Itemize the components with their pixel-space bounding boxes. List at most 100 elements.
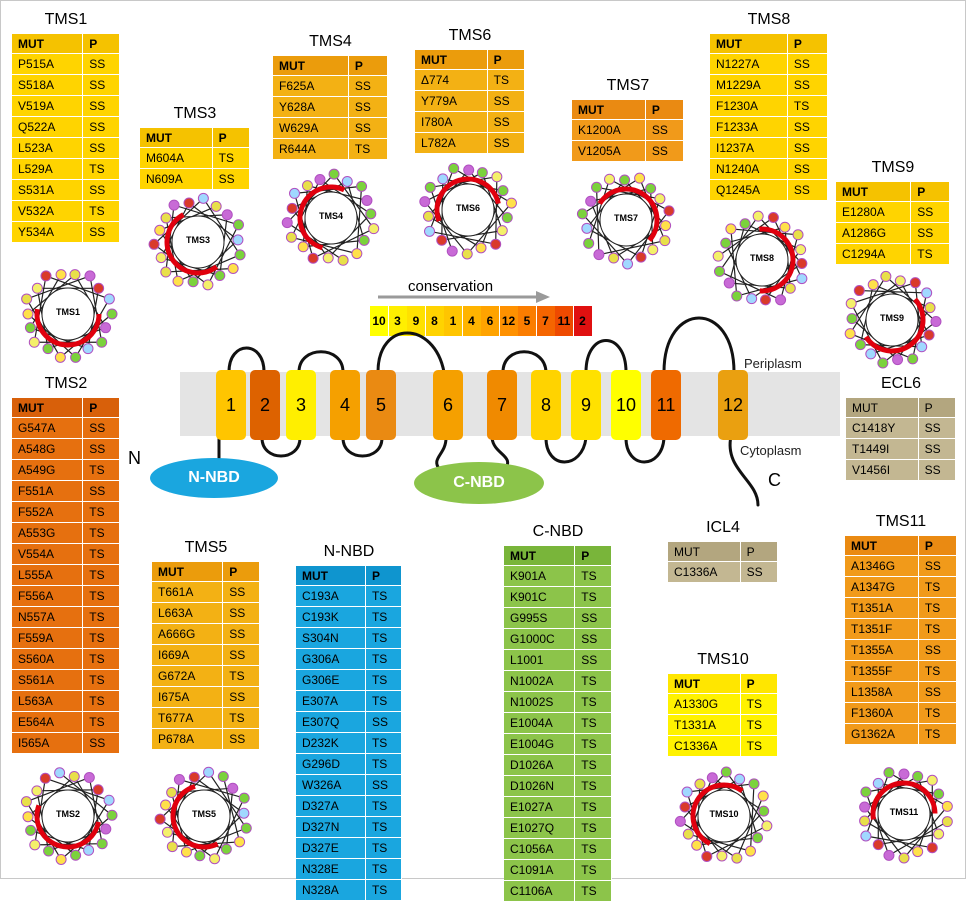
mutation-cell: P515A — [12, 54, 84, 75]
helical-wheel-tms5: TMS5 — [144, 756, 264, 876]
mutation-cell: L782A — [415, 133, 488, 154]
mutation-cell: E1280A — [836, 202, 912, 223]
mutation-cell: I1237A — [710, 138, 788, 159]
mutation-cell: C1056A — [504, 839, 576, 860]
wheel-graphic — [148, 192, 246, 291]
header-p: P — [83, 398, 120, 418]
phenotype-cell: SS — [83, 180, 120, 201]
helix-5: 5 — [366, 370, 396, 440]
phenotype-cell: SS — [575, 650, 612, 671]
phenotype-cell: SS — [83, 733, 120, 754]
phenotype-cell: SS — [487, 133, 525, 154]
mutation-cell: Y628A — [273, 97, 349, 118]
c-terminus-label: C — [768, 470, 781, 490]
phenotype-cell: SS — [83, 222, 120, 243]
mutation-cell: F559A — [12, 628, 84, 649]
phenotype-cell: SS — [487, 91, 525, 112]
header-p: P — [918, 536, 957, 556]
phenotype-cell: TS — [223, 666, 260, 687]
mutation-cell: G547A — [12, 418, 84, 439]
phenotype-cell: TS — [83, 159, 120, 180]
mutation-cell: D327A — [296, 796, 366, 817]
phenotype-cell: TS — [83, 691, 120, 712]
phenotype-cell: TS — [365, 838, 402, 859]
helix-10: 10 — [611, 370, 641, 440]
mutation-cell: D327E — [296, 838, 366, 859]
wheel-label: TMS10 — [709, 809, 739, 819]
phenotype-cell: SS — [487, 112, 525, 133]
phenotype-cell: TS — [365, 586, 402, 607]
phenotype-cell: SS — [83, 439, 120, 460]
mutation-cell: V554A — [12, 544, 84, 565]
mutation-cell: L1358A — [845, 682, 919, 703]
header-p: P — [575, 546, 612, 566]
periplasm-label: Periplasm — [744, 356, 802, 371]
mutation-cell: Q1245A — [710, 180, 788, 201]
mutation-cell: F1360A — [845, 703, 919, 724]
mutation-cell: S560A — [12, 649, 84, 670]
phenotype-cell: SS — [83, 54, 120, 75]
header-mut: MUT — [296, 566, 366, 586]
wheel-label: TMS6 — [455, 203, 480, 213]
mutation-cell: T677A — [152, 708, 224, 729]
phenotype-cell: TS — [740, 715, 778, 736]
phenotype-cell: TS — [365, 796, 402, 817]
phenotype-cell: TS — [83, 460, 120, 481]
header-p: P — [645, 100, 684, 120]
phenotype-cell: TS — [575, 713, 612, 734]
mutation-cell: C193K — [296, 607, 366, 628]
phenotype-cell: SS — [918, 418, 956, 439]
phenotype-cell: TS — [740, 694, 778, 715]
phenotype-cell: SS — [645, 141, 684, 162]
conservation-cell: 6 — [481, 306, 499, 336]
mutation-cell: V532A — [12, 201, 84, 222]
group-title: TMS10 — [697, 651, 749, 668]
mutation-cell: C1106A — [504, 881, 576, 902]
phenotype-cell: TS — [918, 577, 957, 598]
mutation-cell: S304N — [296, 628, 366, 649]
group-title: TMS9 — [871, 159, 915, 176]
wheel-graphic — [281, 168, 380, 266]
header-mut: MUT — [140, 128, 213, 148]
mutation-cell: L555A — [12, 565, 84, 586]
header-mut: MUT — [12, 34, 84, 54]
phenotype-cell: TS — [223, 708, 260, 729]
header-mut: MUT — [415, 50, 488, 70]
phenotype-cell: SS — [575, 629, 612, 650]
mutation-cell: E307A — [296, 691, 366, 712]
conservation-cell: 8 — [425, 306, 444, 336]
phenotype-cell: TS — [365, 817, 402, 838]
phenotype-cell: TS — [740, 736, 778, 757]
